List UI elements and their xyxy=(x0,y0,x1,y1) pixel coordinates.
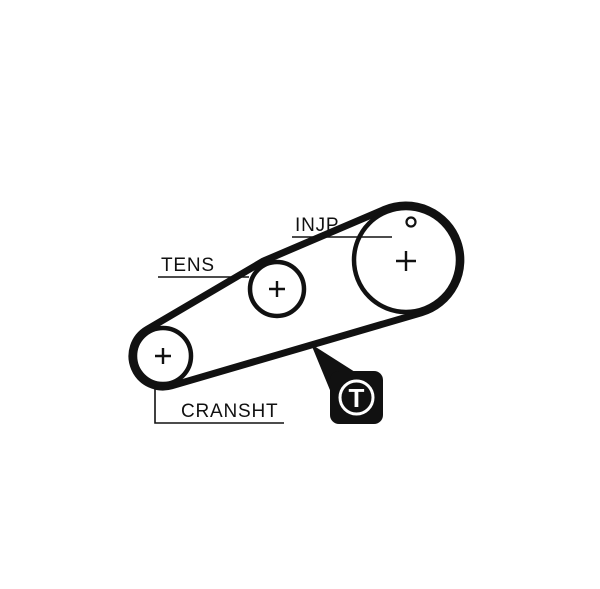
cransht-label: CRANSHT xyxy=(181,401,278,422)
timing-badge-ring-icon xyxy=(338,379,375,416)
cransht-leader-line xyxy=(154,385,284,424)
timing-mark-icon xyxy=(405,216,417,228)
crankshaft-label-group: CRANSHT xyxy=(154,385,284,424)
tens-label: TENS xyxy=(161,255,215,276)
timing-badge-box xyxy=(330,371,383,424)
injection-pump-label-group: INJP xyxy=(292,215,392,238)
tensioner-label-group: TENS xyxy=(158,255,249,278)
injection-pump-center-mark-icon xyxy=(396,251,416,271)
crankshaft-center-mark-icon xyxy=(155,348,171,364)
timing-badge-letter: T xyxy=(349,383,365,413)
crankshaft-pulley xyxy=(132,325,194,387)
injp-label: INJP xyxy=(295,215,339,236)
tensioner-pulley xyxy=(247,259,307,319)
timing-belt-path xyxy=(128,201,465,391)
tensioner-center-mark-icon xyxy=(269,281,285,297)
timing-badge: T xyxy=(311,344,383,424)
injection-pump-pulley xyxy=(351,205,461,315)
